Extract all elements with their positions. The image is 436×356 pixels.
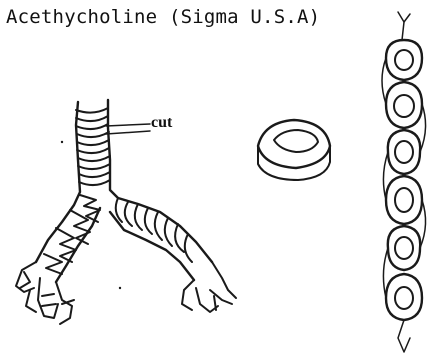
tracheal-ring-drawing [258,120,330,180]
trachea-bronchi-drawing [16,100,236,324]
cut-label: cut [151,114,172,132]
tracheal-ring-chain-drawing [382,12,426,352]
